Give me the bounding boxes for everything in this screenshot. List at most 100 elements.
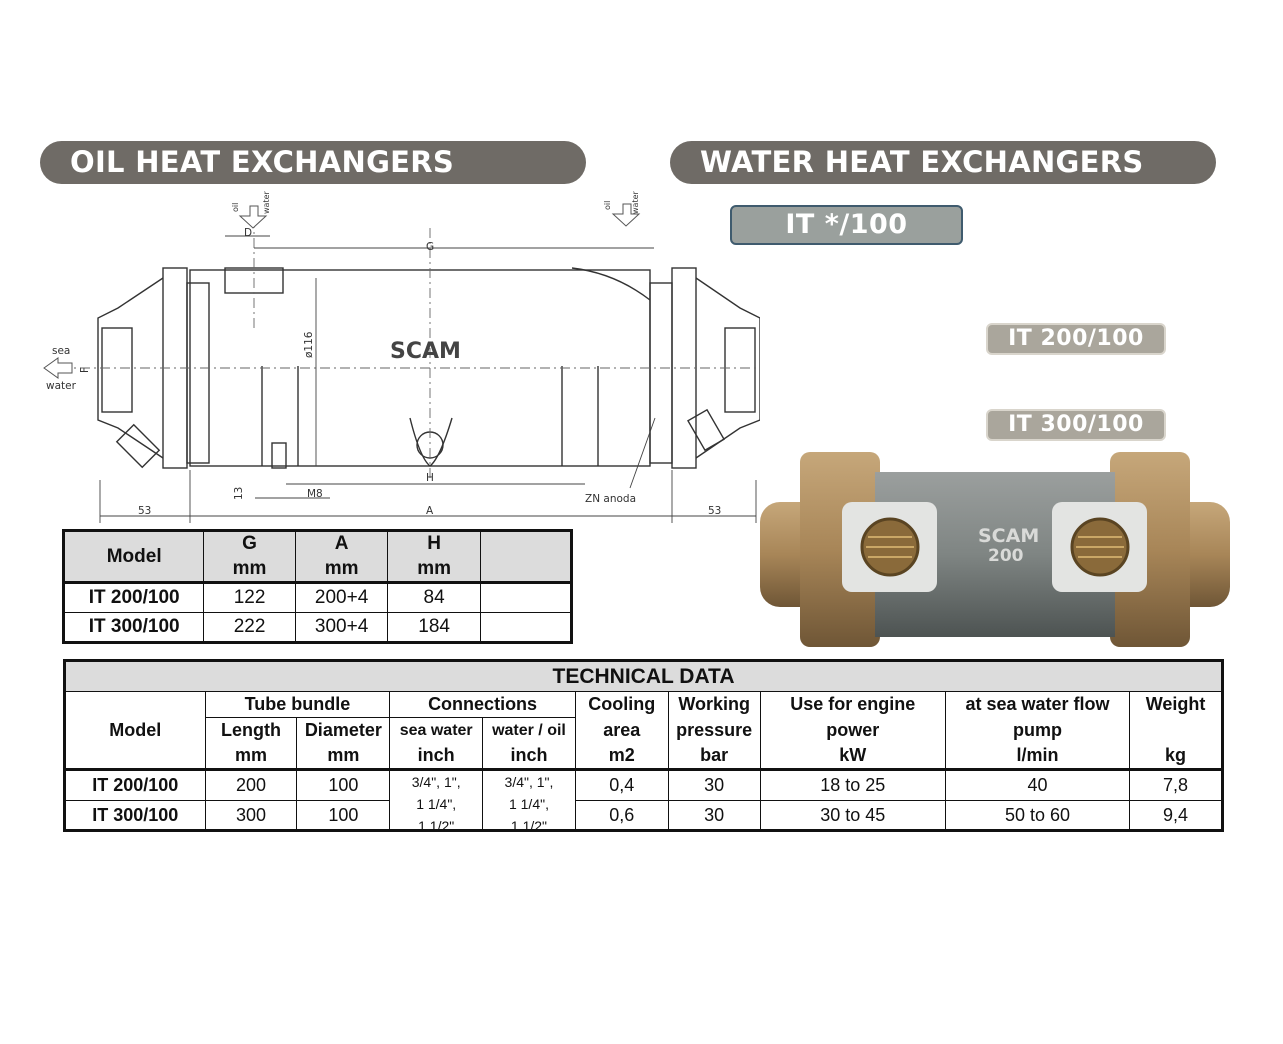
dim-f-label: F (79, 367, 91, 373)
tech-header-length: Length (204, 717, 298, 744)
product-image: SCAM 200 (760, 452, 1230, 647)
dim-phi-label: ø116 (303, 331, 315, 358)
left-sea-label: sea (52, 345, 70, 357)
tech-header-flow: at sea water flow (944, 691, 1131, 718)
tech-header-length-unit: mm (204, 743, 298, 770)
tech-row-cooling: 0,4 (574, 769, 669, 801)
dim-header-a: A (294, 530, 389, 557)
dim-header-g-unit: mm (203, 556, 296, 583)
tech-row-length: 300 (204, 800, 298, 831)
tech-header-working-unit: bar (667, 743, 761, 770)
dim-row-model: IT 200/100 (62, 582, 205, 613)
tech-row-flow: 50 to 60 (944, 800, 1131, 831)
tech-row-sea-water: 3/4", 1", 1 1/4", 1 1/2" (389, 769, 484, 831)
dim-header-model: Model (62, 530, 205, 583)
table-row: IT 200/100 122 200+4 84 (62, 582, 573, 613)
dim-header-h-unit: mm (387, 556, 481, 583)
tech-header-cooling-unit: m2 (574, 743, 669, 770)
tech-header-engine-unit: kW (759, 743, 946, 770)
tech-header-model: Model (64, 691, 206, 770)
dim-row-a: 200+4 (294, 582, 389, 613)
zn-anoda-label: ZN anoda (585, 493, 636, 505)
water-oil-size-2: 1 1/4", (508, 796, 549, 812)
tech-row-model: IT 200/100 (64, 769, 206, 801)
water-heat-exchangers-banner: WATER HEAT EXCHANGERS (670, 141, 1216, 184)
tech-header-weight-unit: kg (1129, 743, 1223, 770)
tech-row-diameter: 100 (296, 769, 391, 801)
series-label: IT */100 (730, 205, 963, 245)
tech-row-power: 18 to 25 (759, 769, 946, 801)
dim-row-empty (479, 582, 573, 613)
tech-row-weight: 7,8 (1129, 769, 1223, 801)
tech-header-engine: Use for engine (759, 691, 946, 718)
technical-data-title: TECHNICAL DATA (64, 660, 1223, 692)
tech-header-working-2: pressure (667, 717, 761, 744)
dim-header-empty (479, 530, 573, 583)
top-left-water-label: water (262, 190, 271, 214)
dim-d-label: D (244, 227, 252, 239)
dimensions-table: Model G A H mm mm mm IT 200/100 122 200+… (62, 529, 573, 644)
dim-header-a-unit: mm (294, 556, 389, 583)
tech-row-water-oil: 3/4", 1", 1 1/4", 1 1/2" (482, 769, 576, 831)
tech-header-weight: Weight (1129, 691, 1223, 718)
dim-header-h: H (387, 530, 481, 557)
technical-data-table: TECHNICAL DATA Model Tube bundle Connect… (63, 659, 1224, 832)
tech-header-diameter: Diameter (296, 717, 391, 744)
dim-row-h: 184 (387, 612, 481, 643)
dim-row-model: IT 300/100 (62, 612, 205, 643)
technical-drawing: G D A H 53 53 M8 ZN anoda ø116 13 F sea … (43, 190, 760, 523)
sea-water-size-2: 1 1/4", (416, 796, 457, 812)
tech-header-sea-water-unit: inch (389, 743, 484, 770)
tech-row-model: IT 300/100 (64, 800, 206, 831)
product-model: 200 (988, 546, 1024, 566)
model-label-200: IT 200/100 (986, 323, 1166, 355)
tech-header-working: Working (667, 691, 761, 718)
tech-row-power: 30 to 45 (759, 800, 946, 831)
sea-water-size-1: 3/4", 1", (411, 774, 461, 790)
tech-row-pressure: 30 (667, 769, 761, 801)
tech-header-cooling-2: area (574, 717, 669, 744)
tech-row-length: 200 (204, 769, 298, 801)
tech-row-weight: 9,4 (1129, 800, 1223, 831)
sea-water-size-3: 1 1/2" (418, 818, 455, 829)
tech-row-cooling: 0,6 (574, 800, 669, 831)
dim-g-label: G (426, 241, 434, 253)
table-row: IT 300/100 300 100 0,6 30 30 to 45 50 to… (64, 800, 1223, 831)
dim-row-g: 222 (203, 612, 296, 643)
dim-row-empty (479, 612, 573, 643)
dim-header-g: G (203, 530, 296, 557)
dim-m8-label: M8 (307, 488, 323, 500)
oil-heat-exchangers-banner: OIL HEAT EXCHANGERS (40, 141, 586, 184)
table-row: IT 200/100 200 100 3/4", 1", 1 1/4", 1 1… (64, 769, 1223, 831)
dim-53-right: 53 (708, 505, 721, 517)
dim-row-g: 122 (203, 582, 296, 613)
left-water-label: water (46, 380, 77, 392)
product-brand: SCAM (978, 525, 1039, 547)
water-oil-size-1: 3/4", 1", (504, 774, 554, 790)
dim-a-label: A (426, 505, 434, 517)
tech-row-pressure: 30 (667, 800, 761, 831)
tech-header-water-oil-unit: inch (482, 743, 576, 770)
tech-header-weight-blank (1129, 717, 1223, 744)
water-oil-size-3: 1 1/2" (510, 818, 548, 829)
tech-row-flow: 40 (944, 769, 1131, 801)
dim-53-left: 53 (138, 505, 151, 517)
top-right-water-label: water (631, 190, 640, 214)
tech-header-water-oil: water / oil (482, 717, 576, 744)
dim-row-a: 300+4 (294, 612, 389, 643)
top-right-oil-label: oil (603, 201, 612, 210)
table-row: IT 300/100 222 300+4 184 (62, 612, 573, 643)
tech-header-connections: Connections (389, 691, 576, 718)
tech-header-cooling: Cooling (574, 691, 669, 718)
tech-header-flow-2: pump (944, 717, 1131, 744)
tech-header-engine-2: power (759, 717, 946, 744)
dim-h-label: H (426, 472, 434, 484)
drawing-brand-logo: SCAM (390, 339, 461, 364)
dim-13-label: 13 (233, 487, 245, 500)
tech-header-diameter-unit: mm (296, 743, 391, 770)
tech-header-sea-water: sea water (389, 717, 484, 744)
tech-header-flow-unit: l/min (944, 743, 1131, 770)
top-left-oil-label: oil (231, 203, 240, 212)
dim-row-h: 84 (387, 582, 481, 613)
tech-header-tube-bundle: Tube bundle (204, 691, 391, 718)
